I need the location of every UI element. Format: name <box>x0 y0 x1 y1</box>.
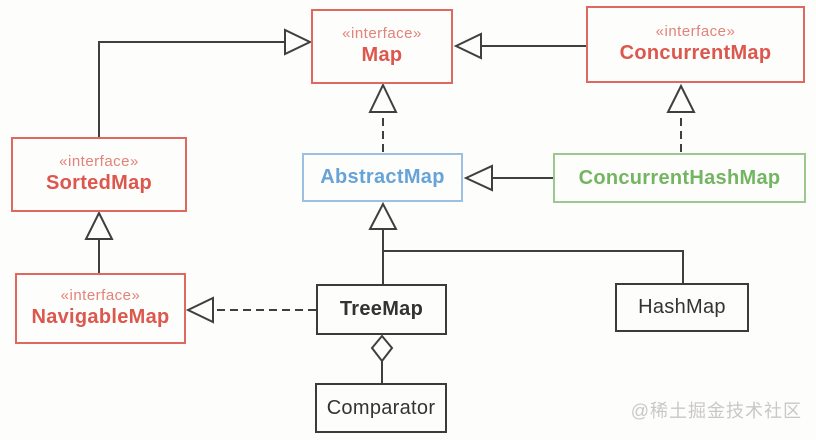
stereotype-label: «interface» <box>60 286 141 304</box>
edge-treemap-implements-navigablemap <box>185 296 316 324</box>
class-box-comparator: Comparator <box>315 383 447 433</box>
class-box-concurrentmap: «interface» ConcurrentMap <box>586 6 805 83</box>
class-box-map: «interface» Map <box>311 9 453 84</box>
watermark-text: @稀土掘金技术社区 <box>630 401 802 421</box>
class-name: AbstractMap <box>320 166 445 188</box>
class-name: SortedMap <box>45 172 153 195</box>
edge-sortedmap-extends-map <box>98 28 313 137</box>
class-name: ConcurrentHashMap <box>578 166 781 189</box>
class-box-treemap: TreeMap <box>316 284 447 335</box>
edge-concurrenthashmap-extends-abstractmap <box>463 164 553 192</box>
class-name: NavigableMap <box>31 306 170 329</box>
class-box-abstractmap: AbstractMap <box>302 153 463 202</box>
edge-concurrentmap-extends-map <box>453 32 586 60</box>
edge-concurrenthashmap-implements-concurrentmap <box>666 83 696 152</box>
class-name: ConcurrentMap <box>619 42 772 65</box>
class-name: Map <box>361 44 403 67</box>
class-name: Comparator <box>326 396 436 419</box>
class-box-sortedmap: «interface» SortedMap <box>11 137 187 212</box>
edge-navigablemap-extends-sortedmap <box>84 210 114 273</box>
class-box-hashmap: HashMap <box>615 283 749 332</box>
edge-treemap-aggregates-comparator <box>370 334 394 383</box>
class-name: HashMap <box>638 296 726 318</box>
class-name: TreeMap <box>339 298 424 320</box>
stereotype-label: «interface» <box>342 24 422 42</box>
edge-abstractmap-implements-map <box>368 82 398 152</box>
stereotype-label: «interface» <box>655 22 736 40</box>
class-box-navigablemap: «interface» NavigableMap <box>15 273 186 344</box>
stereotype-label: «interface» <box>59 152 139 170</box>
edge-treemap-hashmap-extend-abstractmap <box>368 201 684 284</box>
class-box-concurrenthashmap: ConcurrentHashMap <box>553 153 806 203</box>
